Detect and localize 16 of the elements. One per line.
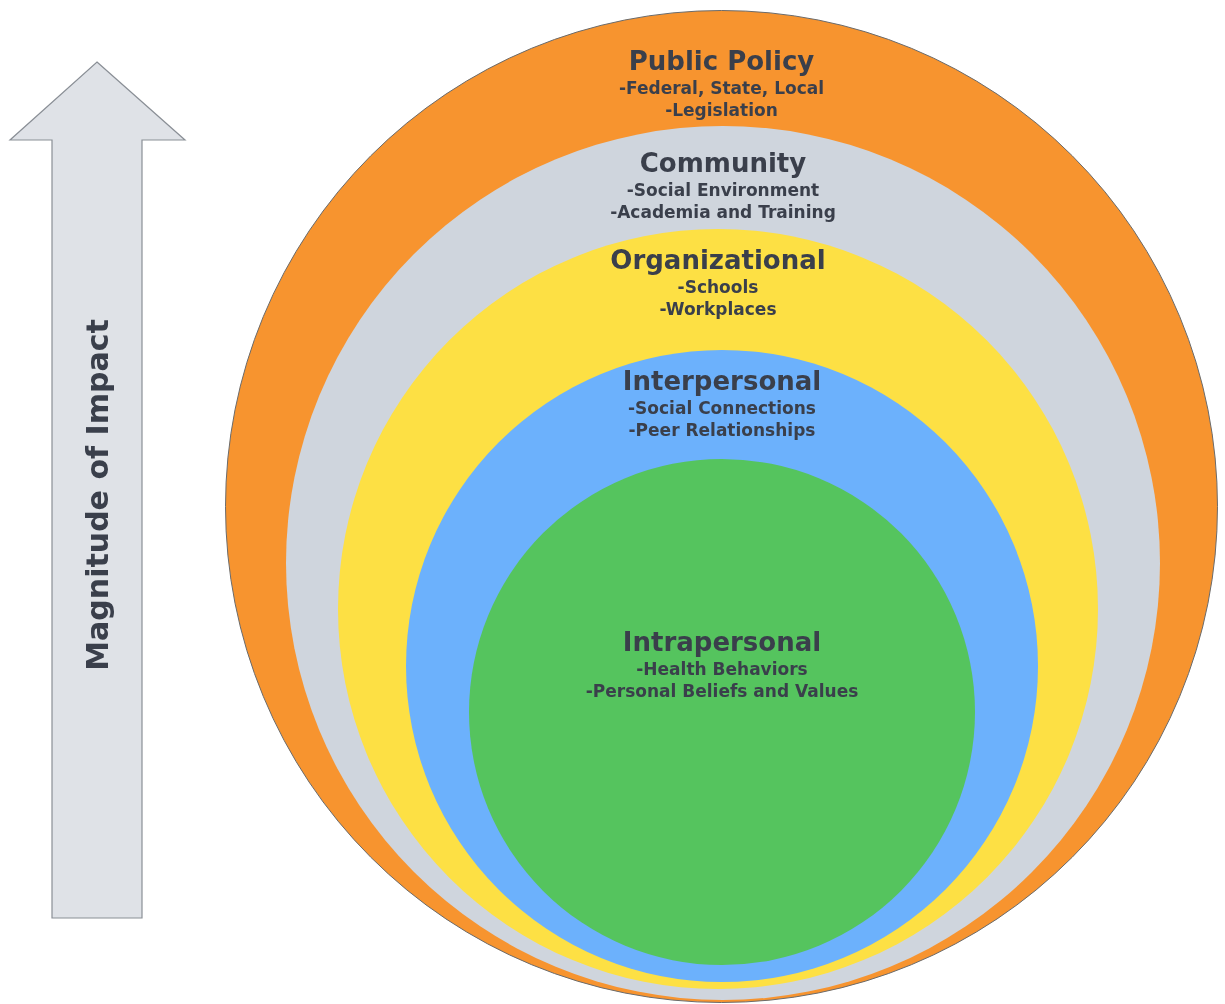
level-item-text: -Workplaces <box>659 298 777 320</box>
level-item-text: -Social Environment <box>626 179 820 201</box>
level-item-text: -Academia and Training <box>610 201 836 223</box>
level-item-text: -Social Connections <box>628 397 816 419</box>
level-heading: Interpersonal <box>622 365 822 397</box>
level-item-text: -Health Behaviors <box>636 658 808 680</box>
level-item-text: -Schools <box>677 276 759 298</box>
level-item-text: -Peer Relationships <box>628 419 816 441</box>
level-item-text: -Legislation <box>665 99 778 121</box>
level-heading: Public Policy <box>628 45 815 77</box>
arrow-label: Magnitude of Impact <box>79 319 115 671</box>
level-item-text: -Federal, State, Local <box>619 77 824 99</box>
level-item-text: -Personal Beliefs and Values <box>585 680 859 702</box>
level-heading: Intrapersonal <box>622 626 822 658</box>
level-heading: Community <box>639 147 807 179</box>
level-heading: Organizational <box>610 244 826 276</box>
